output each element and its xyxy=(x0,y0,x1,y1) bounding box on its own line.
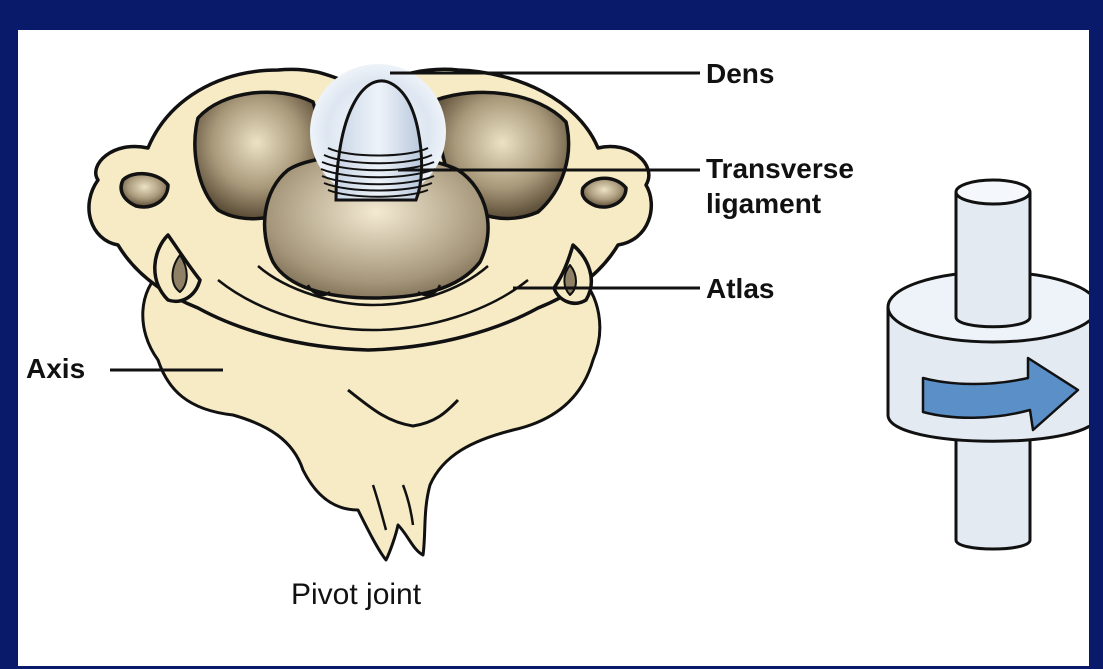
transverse-label-line2: ligament xyxy=(706,190,821,218)
dens-label: Dens xyxy=(706,60,774,88)
pivot-cylinder-rotation-icon xyxy=(888,180,1089,549)
caption: Pivot joint xyxy=(291,580,421,610)
axis-label: Axis xyxy=(26,355,85,383)
diagram-panel: Dens Transverse ligament Atlas Axis Pivo… xyxy=(18,30,1089,666)
pivot-joint-illustration xyxy=(18,30,1089,666)
atlas-label: Atlas xyxy=(706,275,774,303)
transverse-label-line1: Transverse xyxy=(706,155,854,183)
